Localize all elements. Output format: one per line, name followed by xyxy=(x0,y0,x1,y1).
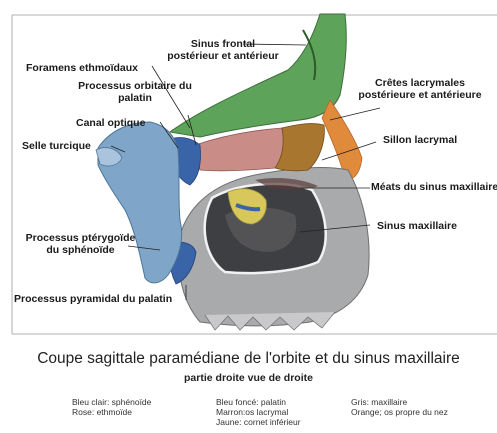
label-pterygoide-line1: Processus ptérygoïde xyxy=(18,232,143,244)
legend-item: Jaune: cornet inférieur xyxy=(216,417,301,427)
caption-title: Coupe sagittale paramédiane de l'orbite … xyxy=(0,350,497,368)
label-selle-turcique: Selle turcique xyxy=(22,140,91,152)
legend-column-1: Bleu clair: sphénoïde Rose: ethmoïde xyxy=(72,397,151,417)
lacrimal-bone xyxy=(275,124,324,171)
label-canal-optique: Canal optique xyxy=(76,117,145,129)
caption-subtitle: partie droite vue de droite xyxy=(0,372,497,384)
label-sinus-frontal-line1: Sinus frontal xyxy=(148,38,298,50)
legend-column-3: Gris: maxillaire Orange; os propre du ne… xyxy=(351,397,448,417)
label-processus-pyramidal: Processus pyramidal du palatin xyxy=(14,293,172,305)
label-pterygoide-line2: du sphénoïde xyxy=(18,244,143,256)
label-meats-sinus: Méats du sinus maxillaire xyxy=(371,181,497,193)
label-processus-pterygoide: Processus ptérygoïde du sphénoïde xyxy=(18,232,143,256)
label-cretes-line1: Crêtes lacrymales xyxy=(352,77,488,89)
label-cretes-line2: postérieure et antérieure xyxy=(352,89,488,101)
label-sinus-frontal-line2: postérieur et antérieur xyxy=(148,50,298,62)
legend-item: Orange; os propre du nez xyxy=(351,407,448,417)
sphenoid-bone xyxy=(98,122,182,283)
label-processus-orbitaire-line2: palatin xyxy=(60,92,210,104)
label-sinus-maxillaire: Sinus maxillaire xyxy=(377,220,457,232)
legend-item: Gris: maxillaire xyxy=(351,397,448,407)
legend-item: Marron:os lacrymal xyxy=(216,407,301,417)
label-sillon-lacrymal: Sillon lacrymal xyxy=(383,134,457,146)
label-processus-orbitaire: Processus orbitaire du palatin xyxy=(60,80,210,104)
legend-item: Rose: ethmoïde xyxy=(72,407,151,417)
label-foramens-ethmoidaux: Foramens ethmoïdaux xyxy=(26,62,138,74)
label-sinus-frontal: Sinus frontal postérieur et antérieur xyxy=(148,38,298,62)
frontal-bone xyxy=(170,14,346,137)
label-processus-orbitaire-line1: Processus orbitaire du xyxy=(60,80,210,92)
legend-column-2: Bleu foncé: palatin Marron:os lacrymal J… xyxy=(216,397,301,427)
legend-item: Bleu clair: sphénoïde xyxy=(72,397,151,407)
legend-item: Bleu foncé: palatin xyxy=(216,397,301,407)
label-cretes-lacrymales: Crêtes lacrymales postérieure et antérie… xyxy=(352,77,488,101)
